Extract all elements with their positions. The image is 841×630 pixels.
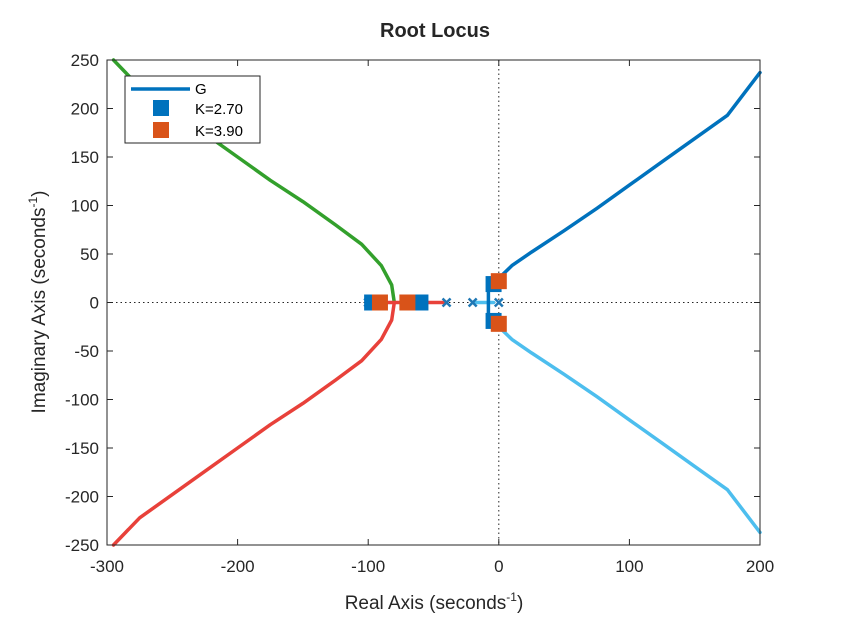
y-tick-label: 250 xyxy=(71,51,99,70)
y-tick-label: 50 xyxy=(80,245,99,264)
y-axis-label: Imaginary Axis (seconds-1) xyxy=(26,191,50,414)
markers-layer xyxy=(364,273,507,332)
x-tick-label: 200 xyxy=(746,557,774,576)
y-tick-label: 0 xyxy=(90,294,99,313)
locus-branch-0 xyxy=(494,70,762,290)
legend-box xyxy=(124,75,261,144)
x-axis-label-close: ) xyxy=(517,593,523,614)
gain-marker-k390 xyxy=(490,273,507,290)
x-tick-label: -100 xyxy=(351,557,385,576)
pole-marker xyxy=(493,297,504,308)
y-tick-label: 100 xyxy=(71,197,99,216)
x-axis-label-text: Real Axis (seconds xyxy=(345,593,507,614)
x-tick-label: -300 xyxy=(90,557,124,576)
x-axis-unit-exponent: -1 xyxy=(506,590,517,604)
pole-marker xyxy=(441,297,452,308)
gain-marker-k390 xyxy=(490,315,507,332)
pole-marker xyxy=(467,297,478,308)
legend-square-swatch-k270 xyxy=(153,100,169,116)
x-tick-label: 0 xyxy=(494,557,503,576)
locus-branch-3 xyxy=(111,300,397,547)
locus-branch-1 xyxy=(494,315,762,535)
legend-label-k270: K=2.70 xyxy=(195,101,243,118)
y-axis-label-close: ) xyxy=(29,191,50,197)
gain-marker-k390 xyxy=(371,294,388,311)
gain-marker-k270 xyxy=(412,294,429,311)
chart-title: Root Locus xyxy=(380,20,490,42)
y-tick-label: -250 xyxy=(65,536,99,555)
legend-label-g: G xyxy=(195,81,207,98)
x-axis-label: Real Axis (seconds-1) xyxy=(345,590,524,614)
x-tick-label: -200 xyxy=(221,557,255,576)
y-tick-label: -200 xyxy=(65,488,99,507)
y-axis-unit-exponent: -1 xyxy=(26,197,40,208)
legend: G K=2.70 K=3.90 xyxy=(124,75,261,144)
y-tick-label: -50 xyxy=(74,342,99,361)
legend-label-k390: K=3.90 xyxy=(195,123,243,140)
ticks-layer: -300 -200 -100 0 100 200 -250 -200 -150 -100 -50 0 5… xyxy=(65,51,774,576)
y-tick-label: 150 xyxy=(71,148,99,167)
y-tick-label: -150 xyxy=(65,439,99,458)
x-tick-label: 100 xyxy=(615,557,643,576)
y-axis-label-text: Imaginary Axis (seconds xyxy=(29,208,50,414)
y-tick-label: -100 xyxy=(65,391,99,410)
gain-marker-k390 xyxy=(399,294,416,311)
legend-square-swatch-k390 xyxy=(153,122,169,138)
y-tick-label: 200 xyxy=(71,100,99,119)
